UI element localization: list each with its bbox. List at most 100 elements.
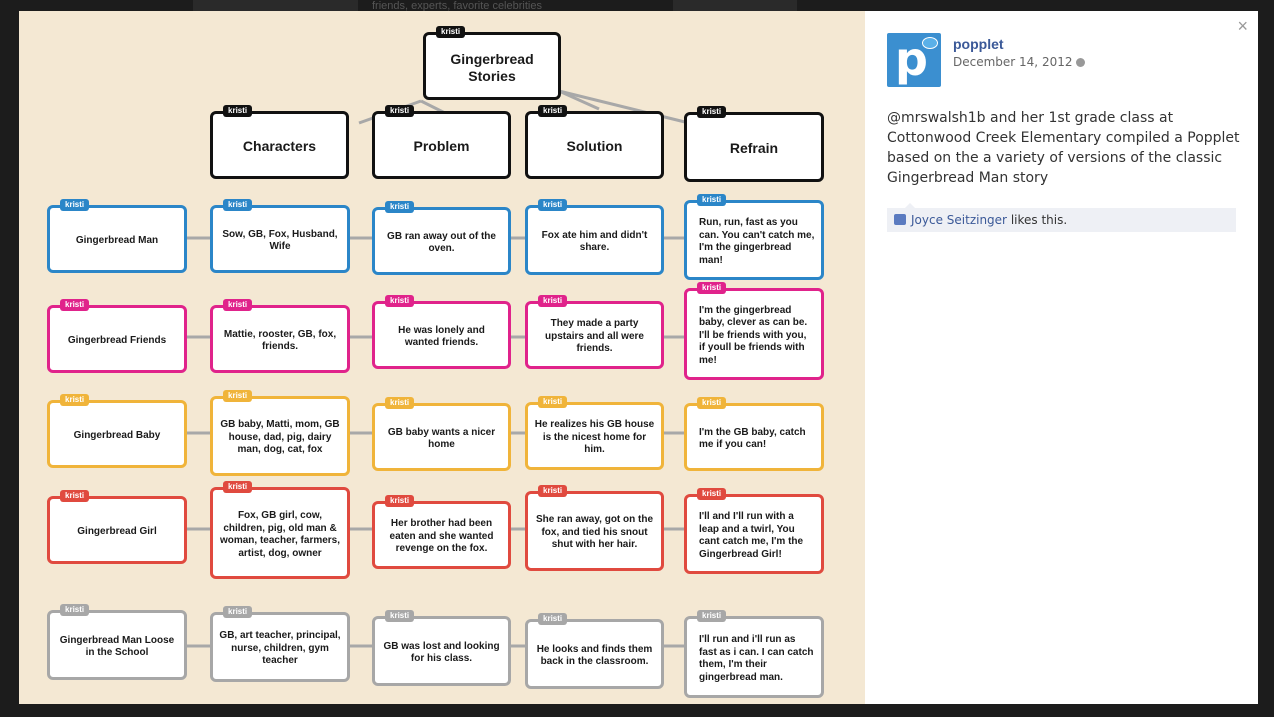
popple-text: Run, run, fast as you can. You can't cat… xyxy=(699,217,815,266)
popple-text: GB baby, Matti, mom, GB house, dad, pig,… xyxy=(220,419,340,456)
page-name-link[interactable]: popplet xyxy=(953,36,1004,52)
popple-text: I'm the gingerbread baby, clever as can … xyxy=(699,304,808,366)
popple-text: GB ran away out of the oven. xyxy=(387,230,496,255)
author-tag: kristi xyxy=(538,199,568,211)
author-tag: kristi xyxy=(385,610,415,622)
popple-text: Fox ate him and didn't share. xyxy=(541,229,648,254)
author-tag: kristi xyxy=(697,194,727,206)
author-tag: kristi xyxy=(436,26,466,38)
popple-text: I'm the GB baby, catch me if you can! xyxy=(699,426,806,451)
popple-row5-problem[interactable]: kristi GB was lost and looking for his cl… xyxy=(372,610,511,686)
author-tag: kristi xyxy=(60,394,90,406)
author-tag: kristi xyxy=(697,397,727,409)
popple-text: GB was lost and looking for his class. xyxy=(383,640,500,665)
author-tag: kristi xyxy=(60,299,90,311)
popple-text: I'll and I'll run with a leap and a twir… xyxy=(699,511,804,560)
author-tag: kristi xyxy=(60,490,90,502)
popple-header-solution[interactable]: kristi Solution xyxy=(525,105,664,179)
popple-text: Her brother had been eaten and she wante… xyxy=(389,518,494,555)
header-text: Characters xyxy=(242,138,317,155)
popple-header-refrain[interactable]: kristi Refrain xyxy=(684,106,824,182)
author-tag: kristi xyxy=(538,105,568,117)
liker-link[interactable]: Joyce Seitzinger xyxy=(911,213,1007,227)
photo-lightbox: kristi Gingerbread Stories kristi Charac… xyxy=(19,11,1258,704)
popple-text: He looks and finds them back in the clas… xyxy=(536,643,653,668)
popple-text: I'll run and i'll run as fast as i can. … xyxy=(699,634,814,683)
popple-text: He realizes his GB house is the nicest h… xyxy=(534,419,655,456)
popple-text: Gingerbread Girl xyxy=(77,525,157,537)
popple-title[interactable]: kristi Gingerbread Stories xyxy=(423,26,561,100)
backdrop-strip-right xyxy=(673,0,797,12)
popplet-photo[interactable]: kristi Gingerbread Stories kristi Charac… xyxy=(19,11,865,704)
post-text: @mrswalsh1b and her 1st grade class at C… xyxy=(887,110,1240,186)
popple-text: They made a party upstairs and all were … xyxy=(545,318,644,355)
post-date-text: December 14, 2012 xyxy=(953,55,1073,69)
popple-header-characters[interactable]: kristi Characters xyxy=(210,105,349,179)
author-tag: kristi xyxy=(538,613,568,625)
page-avatar[interactable]: p xyxy=(887,33,941,87)
author-tag: kristi xyxy=(385,397,415,409)
author-tag: kristi xyxy=(223,390,253,402)
popple-row3-characters[interactable]: kristi GB baby, Matti, mom, GB house, dad… xyxy=(210,390,350,476)
author-tag: kristi xyxy=(385,105,415,117)
author-tag: kristi xyxy=(385,201,415,213)
popple-text: Gingerbread Baby xyxy=(73,429,161,441)
author-tag: kristi xyxy=(538,396,568,408)
author-tag: kristi xyxy=(223,105,253,117)
author-tag: kristi xyxy=(60,199,90,211)
close-button[interactable]: × xyxy=(1237,16,1248,36)
popple-text: Mattie, rooster, GB, fox, friends. xyxy=(223,328,337,353)
globe-icon xyxy=(1076,58,1086,67)
popple-row3-solution[interactable]: kristi He realizes his GB house is the ni… xyxy=(525,396,664,470)
popple-text: Gingerbread Friends xyxy=(67,334,167,346)
backdrop-text: friends, experts, favorite celebrities xyxy=(372,0,542,12)
popple-title-text: Gingerbread Stories xyxy=(450,50,534,85)
popple-text: GB baby wants a nicer home xyxy=(387,426,496,451)
popple-row1-problem[interactable]: kristi GB ran away out of the oven. xyxy=(372,201,511,275)
popple-text: He was lonely and wanted friends. xyxy=(398,324,485,349)
popple-text: Fox, GB girl, cow, children, pig, old ma… xyxy=(219,510,341,559)
author-tag: kristi xyxy=(697,106,727,118)
author-tag: kristi xyxy=(538,295,568,307)
author-tag: kristi xyxy=(223,481,253,493)
likes-box: Joyce Seitzinger likes this. xyxy=(887,203,1236,232)
author-tag: kristi xyxy=(223,199,253,211)
post-date[interactable]: December 14, 2012 xyxy=(953,55,1086,69)
popple-header-problem[interactable]: kristi Problem xyxy=(372,105,511,179)
backdrop-strip-left xyxy=(193,0,358,12)
author-tag: kristi xyxy=(60,604,90,616)
popple-text: Gingerbread Man Loose in the School xyxy=(59,634,175,659)
popple-text: Sow, GB, Fox, Husband, Wife xyxy=(222,228,338,253)
header-text: Refrain xyxy=(729,140,779,157)
header-text: Solution xyxy=(566,138,623,155)
thumbs-up-icon xyxy=(894,214,906,225)
beta-badge-icon xyxy=(922,37,938,49)
popple-text: GB, art teacher, principal, nurse, child… xyxy=(219,630,341,667)
popple-text: Gingerbread Man xyxy=(75,234,159,246)
author-tag: kristi xyxy=(223,606,253,618)
popple-row3-problem[interactable]: kristi GB baby wants a nicer home xyxy=(372,397,511,471)
author-tag: kristi xyxy=(385,495,415,507)
popple-text: She ran away, got on the fox, and tied h… xyxy=(535,514,654,551)
author-tag: kristi xyxy=(697,488,727,500)
popple-row5-solution[interactable]: kristi He looks and finds them back in th… xyxy=(525,613,664,689)
